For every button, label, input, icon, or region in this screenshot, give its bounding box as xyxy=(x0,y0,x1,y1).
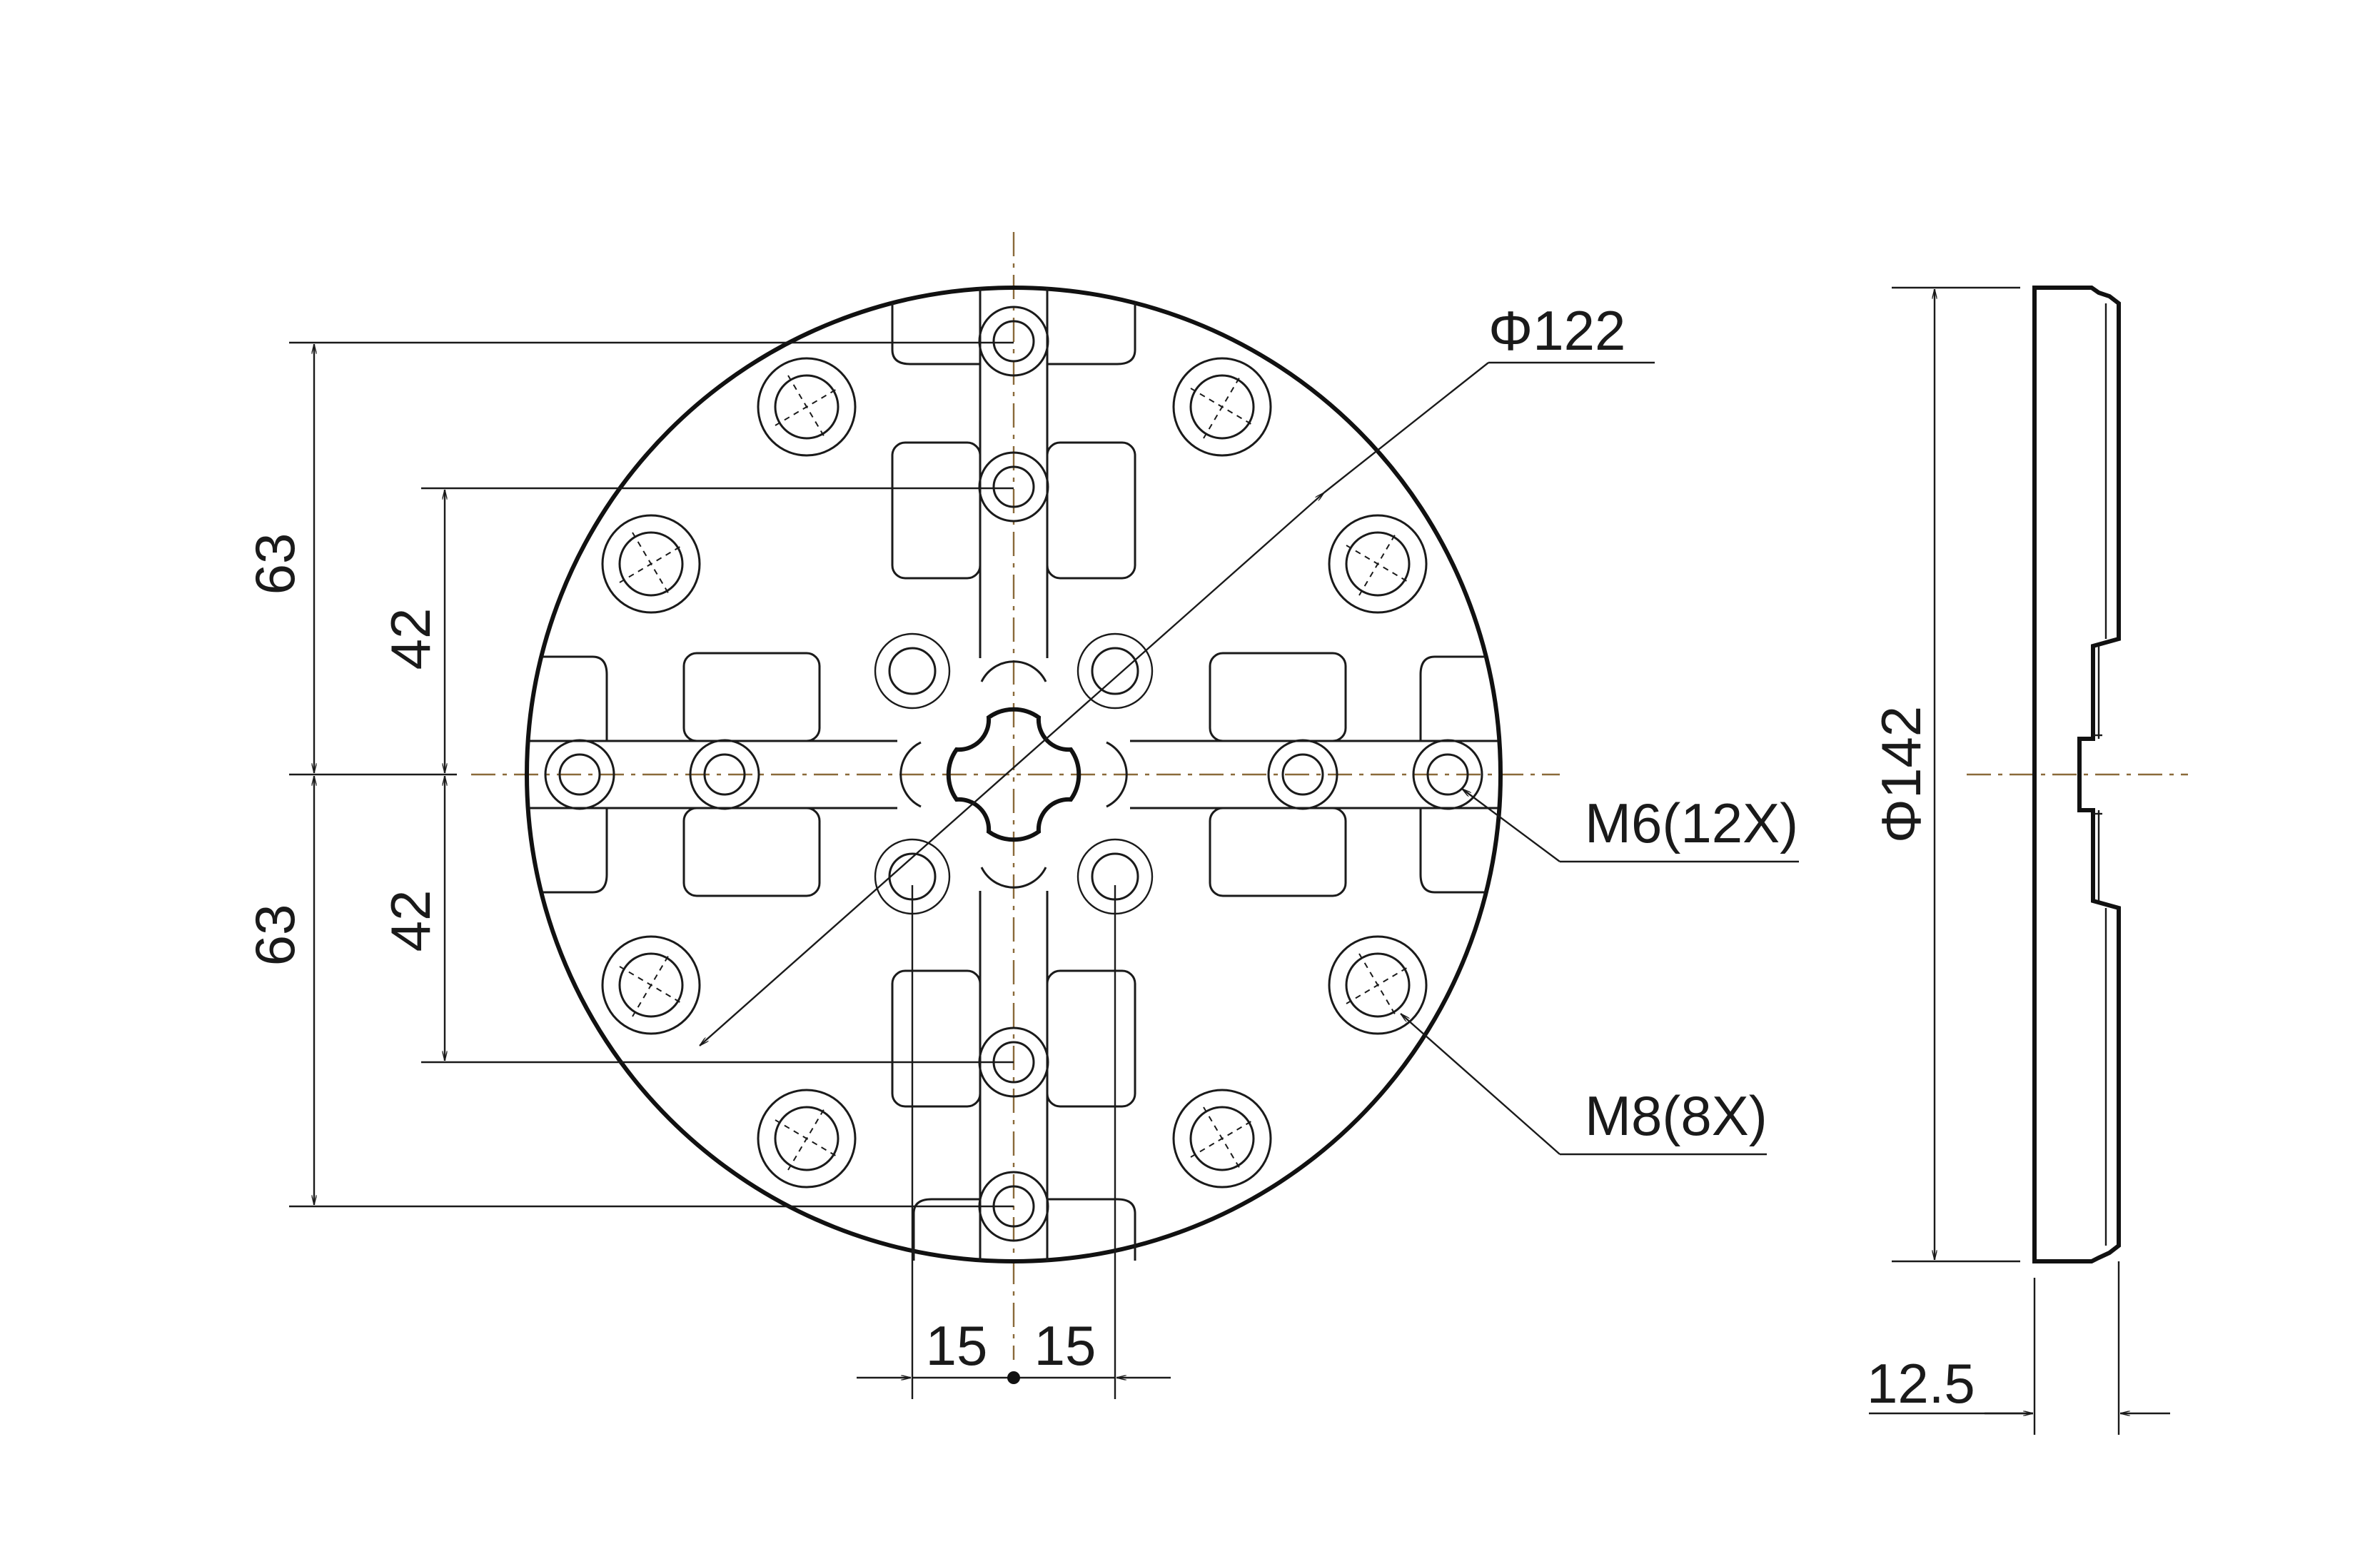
m8-hole xyxy=(601,935,701,1035)
m6-hole xyxy=(1076,632,1154,710)
dim-top-42: 42 xyxy=(379,608,442,670)
m8-hole xyxy=(1172,1089,1272,1189)
m8-hole xyxy=(1172,357,1272,457)
side-view: Φ142 12.5 xyxy=(1867,286,2188,1435)
m6-callout: M6(12X) xyxy=(1585,792,1798,854)
side-profile xyxy=(2032,286,2121,1263)
front-view: 63 63 42 42 15 15 Φ122 M6(12X) xyxy=(243,232,1799,1399)
vertical-dimensions xyxy=(289,341,1014,1208)
dim-left-15: 15 xyxy=(926,1314,988,1377)
dim-right-15: 15 xyxy=(1034,1314,1096,1377)
m6-hole xyxy=(978,306,1049,377)
m6-hole xyxy=(544,739,615,810)
m6-leader xyxy=(1461,788,1799,863)
m6-hole xyxy=(1412,739,1483,810)
m8-hole xyxy=(757,357,857,457)
dia-122-leader xyxy=(699,361,1655,1046)
m8-hole xyxy=(1328,935,1428,1035)
m6-hole xyxy=(874,632,951,710)
m8-hole xyxy=(601,514,701,614)
plate-outline xyxy=(525,286,1503,1263)
dim-top-63: 63 xyxy=(243,533,306,595)
m8-hole xyxy=(1328,514,1428,614)
center-cross-pocket xyxy=(946,707,1081,842)
m8-callout: M8(8X) xyxy=(1585,1084,1768,1147)
m8-leader xyxy=(1400,1013,1767,1156)
dim-dia-122: Φ122 xyxy=(1488,299,1625,362)
dim-bottom-42: 42 xyxy=(379,890,442,952)
dim-thickness: 12.5 xyxy=(1867,1352,1975,1415)
m8-hole xyxy=(757,1089,857,1189)
dimension-origin-dot xyxy=(1007,1371,1020,1384)
dim-dia-142: Φ142 xyxy=(1870,706,1932,843)
dim-bottom-63: 63 xyxy=(243,904,306,967)
m8-holes xyxy=(601,357,1428,1189)
